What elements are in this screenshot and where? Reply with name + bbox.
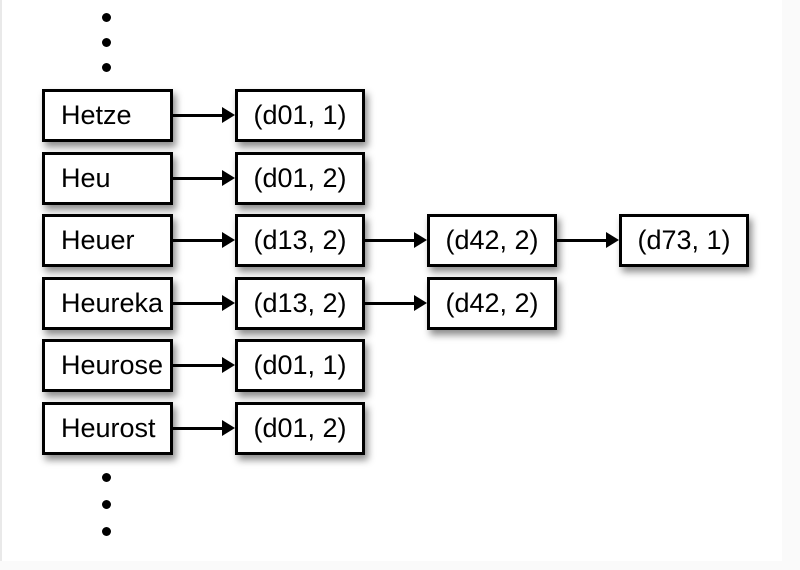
- ellipsis-dot: [102, 473, 111, 482]
- right-arrow-icon: [365, 232, 427, 249]
- right-arrow-icon: [173, 170, 235, 187]
- posting-label: (d01, 2): [253, 163, 347, 193]
- term-box: Heurost: [42, 402, 173, 455]
- posting-box: (d01, 1): [235, 339, 365, 392]
- posting-label: (d42, 2): [445, 288, 539, 318]
- right-arrow-icon: [557, 232, 619, 249]
- posting-label: (d13, 2): [253, 225, 347, 255]
- posting-label: (d42, 2): [445, 225, 539, 255]
- right-arrow-icon: [173, 107, 235, 124]
- term-label: Heurose: [61, 350, 164, 380]
- posting-label: (d01, 1): [253, 100, 347, 130]
- posting-label: (d01, 2): [253, 413, 347, 443]
- ellipsis-dot: [102, 13, 111, 22]
- term-label: Heuer: [61, 225, 135, 255]
- posting-box: (d42, 2): [427, 277, 557, 330]
- index-row-heurose: Heurose (d01, 1): [2, 339, 784, 392]
- posting-box: (d13, 2): [235, 214, 365, 267]
- term-label: Heurost: [61, 413, 156, 443]
- right-arrow-icon: [365, 295, 427, 312]
- term-box: Heurose: [42, 339, 173, 392]
- term-box: Heu: [42, 152, 173, 205]
- term-label: Heu: [61, 163, 111, 193]
- index-row-heuer: Heuer (d13, 2) (d42, 2) (d73, 1): [2, 214, 784, 267]
- index-row-heureka: Heureka (d13, 2) (d42, 2): [2, 277, 784, 330]
- ellipsis-bottom-icon: [102, 473, 111, 536]
- ellipsis-dot: [102, 500, 111, 509]
- term-label: Hetze: [61, 100, 132, 130]
- ellipsis-dot: [102, 527, 111, 536]
- index-row-heurost: Heurost (d01, 2): [2, 402, 784, 455]
- posting-box: (d42, 2): [427, 214, 557, 267]
- right-arrow-icon: [173, 295, 235, 312]
- right-arrow-icon: [173, 420, 235, 437]
- term-box: Heuer: [42, 214, 173, 267]
- index-row-heu: Heu (d01, 2): [2, 152, 784, 205]
- term-box: Hetze: [42, 89, 173, 142]
- posting-box: (d01, 2): [235, 152, 365, 205]
- right-arrow-icon: [173, 357, 235, 374]
- right-arrow-icon: [173, 232, 235, 249]
- ellipsis-dot: [102, 38, 111, 47]
- posting-label: (d13, 2): [253, 288, 347, 318]
- posting-box: (d01, 2): [235, 402, 365, 455]
- posting-label: (d73, 1): [637, 225, 731, 255]
- posting-box: (d13, 2): [235, 277, 365, 330]
- ellipsis-dot: [102, 63, 111, 72]
- ellipsis-top-icon: [102, 13, 111, 72]
- index-row-hetze: Hetze (d01, 1): [2, 89, 784, 142]
- diagram-panel: Hetze (d01, 1) Heu (d01, 2) Heuer (d13, …: [0, 0, 784, 561]
- posting-label: (d01, 1): [253, 350, 347, 380]
- posting-box: (d01, 1): [235, 89, 365, 142]
- term-box: Heureka: [42, 277, 173, 330]
- posting-box: (d73, 1): [619, 214, 749, 267]
- term-label: Heureka: [61, 288, 164, 318]
